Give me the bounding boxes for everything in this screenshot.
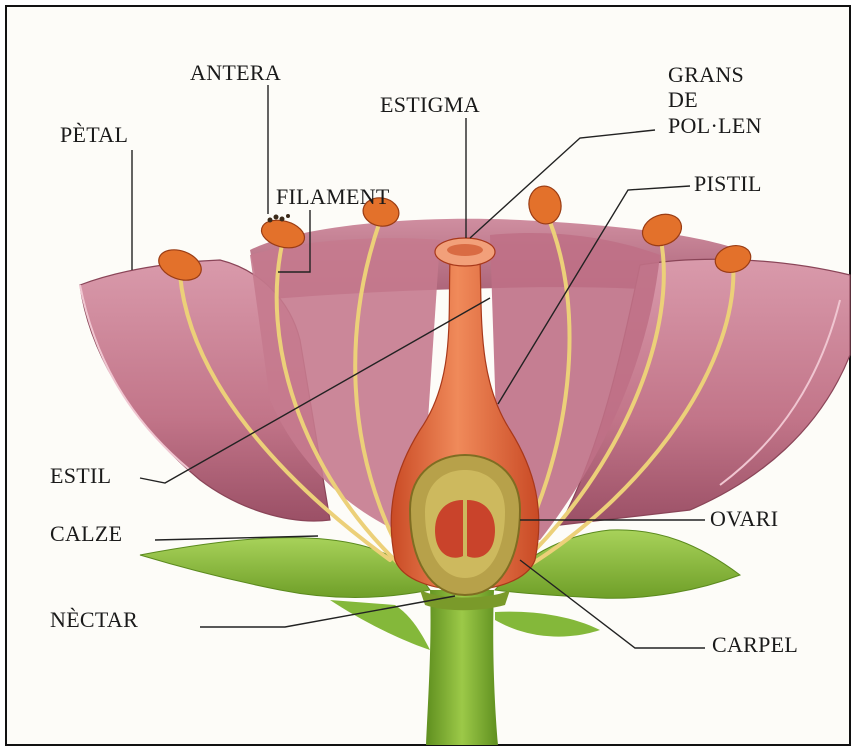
label-carpel: CARPEL [712, 632, 798, 657]
label-nectar: NÈCTAR [50, 607, 138, 632]
label-calze: CALZE [50, 521, 122, 546]
label-grans-line1: GRANS [668, 62, 744, 87]
label-filament: FILAMENT [276, 184, 390, 209]
label-pistil: PISTIL [694, 171, 762, 196]
label-estil: ESTIL [50, 463, 111, 488]
label-grans-line2: DE [668, 87, 698, 112]
label-estigma: ESTIGMA [380, 92, 480, 117]
label-antera: ANTERA [190, 60, 281, 85]
label-petal: PÈTAL [60, 122, 128, 147]
label-ovari: OVARI [710, 506, 778, 531]
stem [426, 590, 498, 745]
label-grans-line3: POL·LEN [668, 113, 762, 138]
ovary [410, 455, 520, 595]
